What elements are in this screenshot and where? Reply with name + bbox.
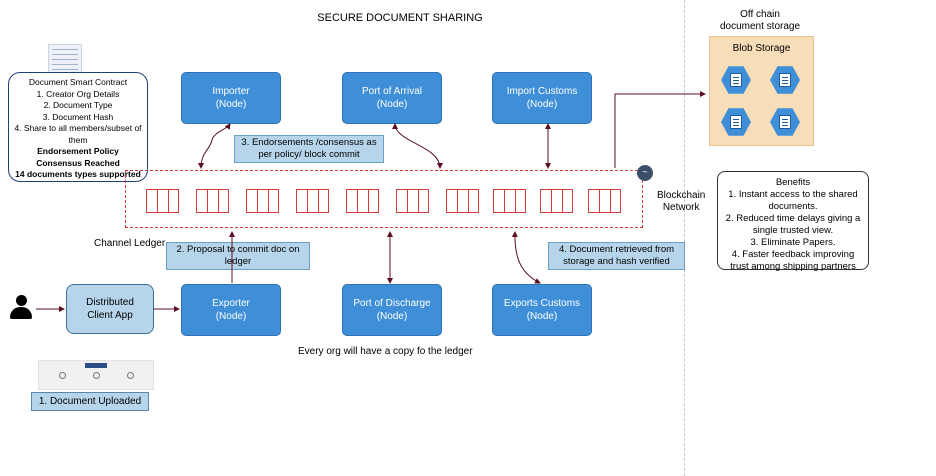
contract-bold-line: 14 documents types supported [15, 169, 141, 179]
node-sub: (Node) [215, 311, 247, 322]
ledger-block [296, 189, 329, 213]
ledger-block [396, 189, 429, 213]
blockchain-network-label: Blockchain Network [657, 190, 705, 214]
contract-item: 3. Document Hash [42, 111, 114, 122]
blockchain-logo-icon: ∼ [637, 165, 653, 181]
benefit-line: trust among shipping partners [730, 261, 856, 272]
thumb-icon [59, 372, 66, 379]
importer-node[interactable]: Importer (Node) [181, 72, 281, 124]
app-logo [85, 363, 107, 368]
person-icon [10, 295, 32, 323]
benefits-title: Benefits [775, 177, 811, 188]
node-sub: (Node) [376, 99, 408, 110]
ledger-block [540, 189, 573, 213]
benefit-line: single trusted view. [752, 225, 834, 236]
contract-item: 4. Share to all members/subset of [14, 123, 142, 133]
benefit-line: 1. Instant access to the shared [728, 189, 858, 200]
document-uploaded-label: 1. Document Uploaded [31, 392, 149, 411]
smart-contract-box: Document Smart Contract 1. Creator Org D… [8, 72, 148, 182]
node-name: Importer [212, 86, 250, 97]
contract-item: 1. Creator Org Details [36, 88, 120, 99]
port-of-arrival-node[interactable]: Port of Arrival (Node) [342, 72, 442, 124]
ledger-block [493, 189, 526, 213]
client-line: Client App [87, 310, 133, 321]
node-name: Port of Discharge [353, 298, 431, 309]
contract-item: them [68, 134, 88, 145]
node-name: Import Customs [506, 86, 578, 97]
document-hexagon-icon [721, 66, 751, 94]
ledger-blob-arrow [614, 91, 706, 168]
export-customs-node[interactable]: Exports Customs (Node) [492, 284, 592, 336]
upload-screenshot-thumbnail [38, 360, 154, 390]
node-sub: (Node) [215, 99, 247, 110]
label-line: Network [662, 202, 700, 213]
benefit-line: documents. [768, 201, 818, 212]
label-line: Off chain [740, 9, 780, 20]
thumb-icon [127, 372, 134, 379]
note-line: 4. Document retrieved from [558, 244, 675, 255]
note-line: storage and hash verified [563, 256, 670, 267]
contract-thumbnail [48, 44, 82, 76]
exporter-node[interactable]: Exporter (Node) [181, 284, 281, 336]
diagram-title: SECURE DOCUMENT SHARING [317, 12, 483, 24]
note-line: 3. Endorsements /consensus as [241, 137, 377, 148]
note-line: ledger [224, 256, 252, 267]
document-hexagon-icon [721, 108, 751, 136]
node-name: Exporter [212, 298, 250, 309]
blob-storage-title: Blob Storage [732, 43, 791, 54]
node-name: Port of Arrival [361, 86, 423, 97]
node-sub: (Node) [526, 311, 558, 322]
channel-ledger-box [125, 170, 643, 228]
arrival-ledger-arrow [392, 123, 443, 169]
benefit-line: 2. Reduced time delays giving a [725, 213, 861, 224]
contract-item: 2. Document Type [43, 100, 113, 110]
note-line: per policy/ block commit [258, 149, 360, 160]
port-of-discharge-node[interactable]: Port of Discharge (Node) [342, 284, 442, 336]
document-hexagon-icon [770, 66, 800, 94]
node-name: Exports Customs [503, 298, 581, 309]
ledger-block [446, 189, 479, 213]
importer-ledger-arrow [198, 123, 231, 169]
contract-bold-line: Endorsement Policy [37, 146, 119, 156]
offchain-divider [684, 0, 685, 476]
channel-ledger-label: Channel Ledger [94, 238, 166, 249]
blob-storage-box[interactable]: Blob Storage [709, 36, 814, 146]
note-line: 2. Proposal to commit doc on [176, 244, 300, 255]
every-org-label: Every org will have a copy fo the ledger [298, 346, 473, 357]
label-line: Blockchain [657, 190, 706, 201]
offchain-storage-label: Off chain document storage [700, 9, 820, 33]
ledger-block [346, 189, 379, 213]
benefit-line: 3. Eliminate Papers. [750, 237, 836, 248]
contract-title: Document Smart Contract [28, 77, 128, 87]
ledger-block [246, 189, 279, 213]
ledger-block [588, 189, 621, 213]
label-line: document storage [719, 21, 801, 32]
export-customs-ledger-arrow [511, 231, 541, 284]
import-customs-node[interactable]: Import Customs (Node) [492, 72, 592, 124]
benefits-box: Benefits 1. Instant access to the shared… [717, 171, 869, 272]
benefit-line: 4. Faster feedback improving [731, 249, 855, 260]
node-sub: (Node) [376, 311, 408, 322]
ledger-block [196, 189, 229, 213]
client-line: Distributed [86, 297, 134, 308]
thumb-icon [93, 372, 100, 379]
document-hexagon-icon [770, 108, 800, 136]
contract-bold-line: Consensus Reached [36, 157, 120, 168]
ledger-block [146, 189, 179, 213]
node-sub: (Node) [526, 99, 558, 110]
